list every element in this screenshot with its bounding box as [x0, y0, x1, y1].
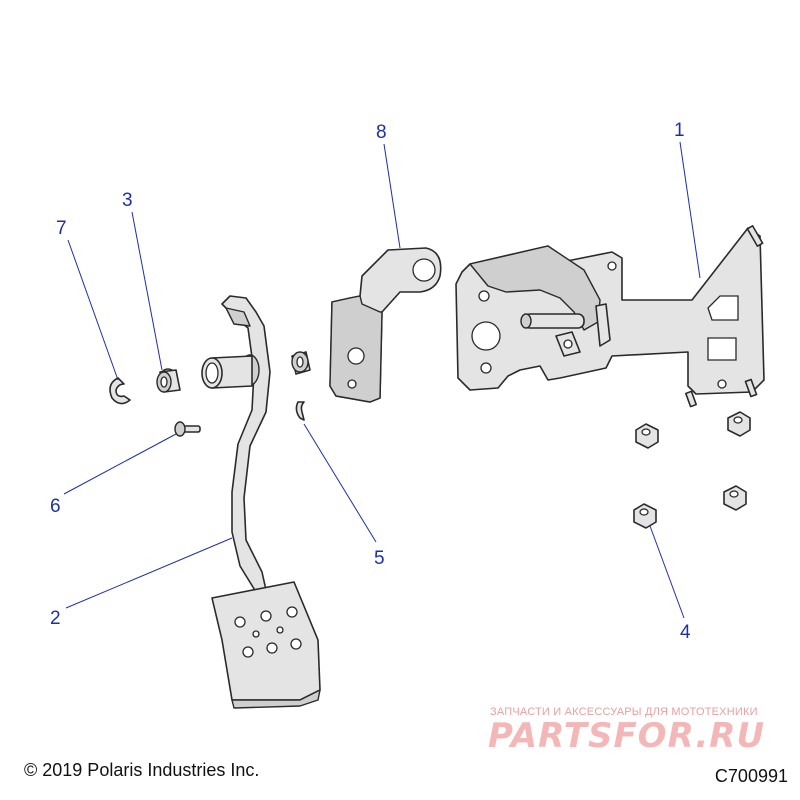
part-bushing-right: [291, 351, 311, 375]
part-8-switch-bracket: [329, 247, 442, 403]
part-7-e-clip: [109, 377, 131, 405]
leader-2: [65, 537, 233, 609]
part-1-mounting-bracket: [455, 225, 765, 408]
part-5-cotter-pin: [295, 401, 305, 421]
watermark-tagline: ЗАПЧАСТИ И АКСЕССУАРЫ ДЛЯ МОТОТЕХНИКИ: [490, 706, 758, 718]
leader-5: [303, 423, 377, 543]
watermark-logo: PARTSFOR.RU: [488, 716, 766, 756]
leader-7: [67, 239, 119, 381]
callout-numbers: 1 2 3 4 5 6 7 8: [50, 120, 691, 643]
drawing-code: C700991: [714, 766, 788, 786]
callout-3: 3: [122, 190, 133, 211]
leader-lines: [63, 141, 701, 619]
pedal-pad-holes: [234, 606, 302, 658]
callout-2: 2: [50, 608, 61, 629]
nut: [723, 485, 747, 511]
callout-5: 5: [374, 548, 385, 569]
part-3-bushing: [156, 368, 181, 393]
nut: [633, 503, 657, 529]
leader-1: [679, 141, 701, 279]
part-2-pedal-arm: [201, 295, 321, 709]
part-4-nuts: [633, 411, 751, 529]
copyright-notice: © 2019 Polaris Industries Inc.: [24, 760, 260, 780]
nut: [727, 411, 751, 437]
nut: [635, 423, 659, 449]
callout-4: 4: [680, 622, 691, 643]
callout-6: 6: [50, 496, 61, 517]
leader-8: [383, 143, 401, 249]
leader-4: [649, 525, 685, 619]
leader-3: [131, 211, 163, 371]
part-6-clevis-pin: [174, 421, 201, 437]
callout-8: 8: [376, 122, 387, 143]
callout-7: 7: [56, 218, 67, 239]
leader-6: [63, 433, 177, 495]
callout-1: 1: [674, 120, 685, 141]
